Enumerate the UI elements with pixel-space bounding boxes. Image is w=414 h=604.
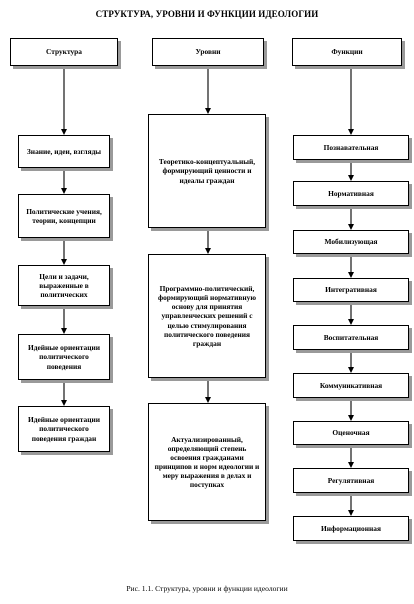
- functions-item-box: Оценочная: [293, 421, 409, 445]
- levels-header: Уровни: [195, 47, 221, 57]
- functions-header: Функции: [331, 47, 363, 57]
- functions-item: Коммуникативная: [319, 380, 383, 390]
- functions-item-box: Интегративная: [293, 278, 409, 302]
- functions-item: Регулятивная: [327, 475, 375, 485]
- functions-item-box: Нормативная: [293, 181, 409, 206]
- levels-item-box: Программно-политический, формирующий нор…: [148, 254, 266, 378]
- structure-header: Структура: [46, 47, 82, 57]
- levels-item-box: Актуализированный, определяющий степень …: [148, 403, 266, 521]
- functions-item-box: Информационная: [293, 516, 409, 541]
- functions-item-box: Коммуникативная: [293, 373, 409, 398]
- functions-item-box: Воспитательная: [293, 325, 409, 350]
- figure-caption: Рис. 1.1. Структура, уровни и функции ид…: [126, 584, 288, 593]
- structure-item-box: Знание, идеи, взгляды: [18, 135, 110, 168]
- functions-item-box: Познавательная: [293, 135, 409, 160]
- functions-item: Воспитательная: [323, 332, 379, 342]
- structure-item: Знание, идеи, взгляды: [26, 146, 102, 156]
- structure-item: Политические учения, теории, концепции: [26, 206, 102, 225]
- functions-item: Познавательная: [323, 142, 379, 152]
- functions-item: Оценочная: [332, 428, 370, 438]
- structure-header-box: Структура: [10, 38, 118, 66]
- structure-item: Цели и задачи, выраженные в политических: [39, 271, 89, 300]
- structure-item-box: Идейные ориентации политического поведен…: [18, 334, 110, 380]
- structure-item-box: Цели и задачи, выраженные в политических: [18, 265, 110, 306]
- functions-item-box: Регулятивная: [293, 468, 409, 493]
- functions-item: Мобилизующая: [324, 237, 378, 247]
- functions-item: Информационная: [321, 523, 381, 533]
- levels-item: Актуализированный, определяющий степень …: [154, 434, 260, 490]
- structure-item-box: Идейные ориентации политического поведен…: [18, 406, 110, 452]
- structure-item: Идейные ориентации политического поведен…: [28, 415, 100, 443]
- structure-item: Идейные ориентации политического поведен…: [28, 343, 100, 371]
- levels-item: Теоретико-концептуальный, формирующий це…: [158, 157, 256, 185]
- functions-item: Интегративная: [325, 285, 377, 295]
- levels-item-box: Теоретико-концептуальный, формирующий це…: [148, 114, 266, 228]
- diagram-title: СТРУКТУРА, УРОВНИ И ФУНКЦИИ ИДЕОЛОГИИ: [95, 9, 319, 19]
- structure-item-box: Политические учения, теории, концепции: [18, 194, 110, 238]
- functions-item: Нормативная: [328, 188, 374, 198]
- functions-item-box: Мобилизующая: [293, 230, 409, 254]
- levels-item: Программно-политический, формирующий нор…: [158, 284, 256, 348]
- levels-header-box: Уровни: [152, 38, 264, 66]
- functions-header-box: Функции: [292, 38, 402, 66]
